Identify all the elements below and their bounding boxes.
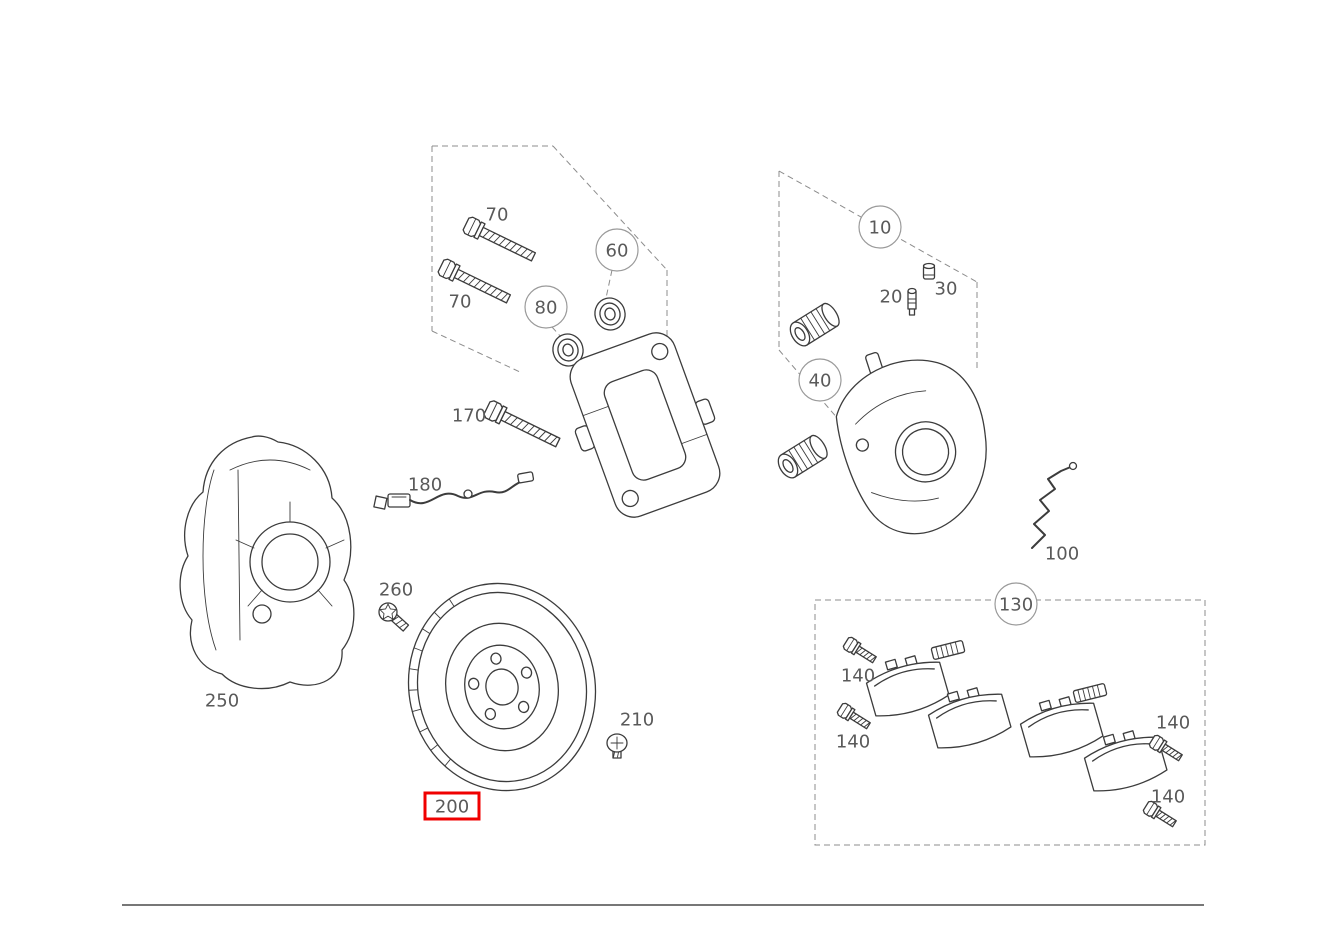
label-circle: [524, 285, 568, 329]
part-label-200[interactable]: 200: [423, 791, 481, 821]
part-label-text: 140: [836, 732, 870, 753]
wear-sensor-180: [373, 471, 535, 510]
part-label-20[interactable]: 20: [880, 287, 903, 308]
part-label-10[interactable]: 10: [858, 205, 902, 249]
part-label-140-bottom-right[interactable]: 140: [1151, 787, 1185, 808]
part-label-250[interactable]: 250: [205, 691, 239, 712]
splash-shield-250: [179, 435, 355, 690]
highlight-box: [423, 791, 481, 821]
part-label-text: 10: [869, 218, 892, 239]
bolt-140-bottom-left: [835, 701, 873, 733]
label-circle: [858, 205, 902, 249]
part-label-210[interactable]: 210: [620, 710, 654, 731]
part-label-text: 80: [535, 298, 558, 319]
guide-sleeve-60: [590, 294, 630, 334]
part-label-30[interactable]: 30: [935, 279, 958, 300]
part-label-text: 170: [452, 406, 486, 427]
part-label-text: 140: [1156, 713, 1190, 734]
bolt-260: [378, 602, 410, 632]
cap-30: [922, 262, 936, 280]
part-label-text: 70: [449, 292, 472, 313]
brake-disc-200: [407, 582, 597, 792]
part-label-70-upper[interactable]: 70: [486, 205, 509, 226]
part-label-text: 20: [880, 287, 903, 308]
part-label-text: 30: [935, 279, 958, 300]
pad-hardware-right: [1072, 682, 1108, 704]
caliper-bracket: [569, 332, 721, 518]
part-label-text: 140: [1151, 787, 1185, 808]
part-label-70-lower[interactable]: 70: [449, 292, 472, 313]
guide-pin-lower: [773, 432, 832, 482]
label-circle: [798, 358, 842, 402]
part-label-170[interactable]: 170: [452, 406, 486, 427]
part-label-text: 180: [408, 475, 442, 496]
part-label-260[interactable]: 260: [379, 580, 413, 601]
bolt-140-top-left: [841, 635, 879, 667]
part-label-180[interactable]: 180: [408, 475, 442, 496]
part-label-60[interactable]: 60: [595, 228, 639, 272]
part-labels-layer: 70 70 60 80 170 180 250 260 200 210 10 20 30 40 100 130…: [205, 205, 1190, 821]
part-label-text: 40: [809, 371, 832, 392]
pad-hardware-left: [930, 639, 966, 661]
screw-210: [606, 733, 628, 759]
brake-caliper: [835, 352, 987, 535]
part-label-text: 70: [486, 205, 509, 226]
part-label-text: 140: [841, 666, 875, 687]
part-label-text: 260: [379, 580, 413, 601]
part-label-140-top-right[interactable]: 140: [1156, 713, 1190, 734]
part-label-80[interactable]: 80: [524, 285, 568, 329]
part-label-130[interactable]: 130: [994, 582, 1038, 626]
part-label-text: 200: [435, 797, 469, 818]
part-label-100[interactable]: 100: [1045, 544, 1079, 565]
label-circle: [595, 228, 639, 272]
part-label-text: 130: [999, 595, 1033, 616]
spring-clip-100: [1031, 461, 1078, 549]
brake-pad-right-outer: [1015, 688, 1106, 764]
part-label-140-bottom-left[interactable]: 140: [836, 732, 870, 753]
part-label-text: 250: [205, 691, 239, 712]
bolt-170: [482, 398, 563, 452]
guide-pin-upper: [785, 300, 844, 350]
label-circle: [994, 582, 1038, 626]
bleeder-valve-20: [907, 287, 917, 316]
part-label-text: 100: [1045, 544, 1079, 565]
part-label-text: 60: [606, 241, 629, 262]
part-label-40[interactable]: 40: [798, 358, 842, 402]
part-label-140-top-left[interactable]: 140: [841, 666, 875, 687]
part-label-text: 210: [620, 710, 654, 731]
